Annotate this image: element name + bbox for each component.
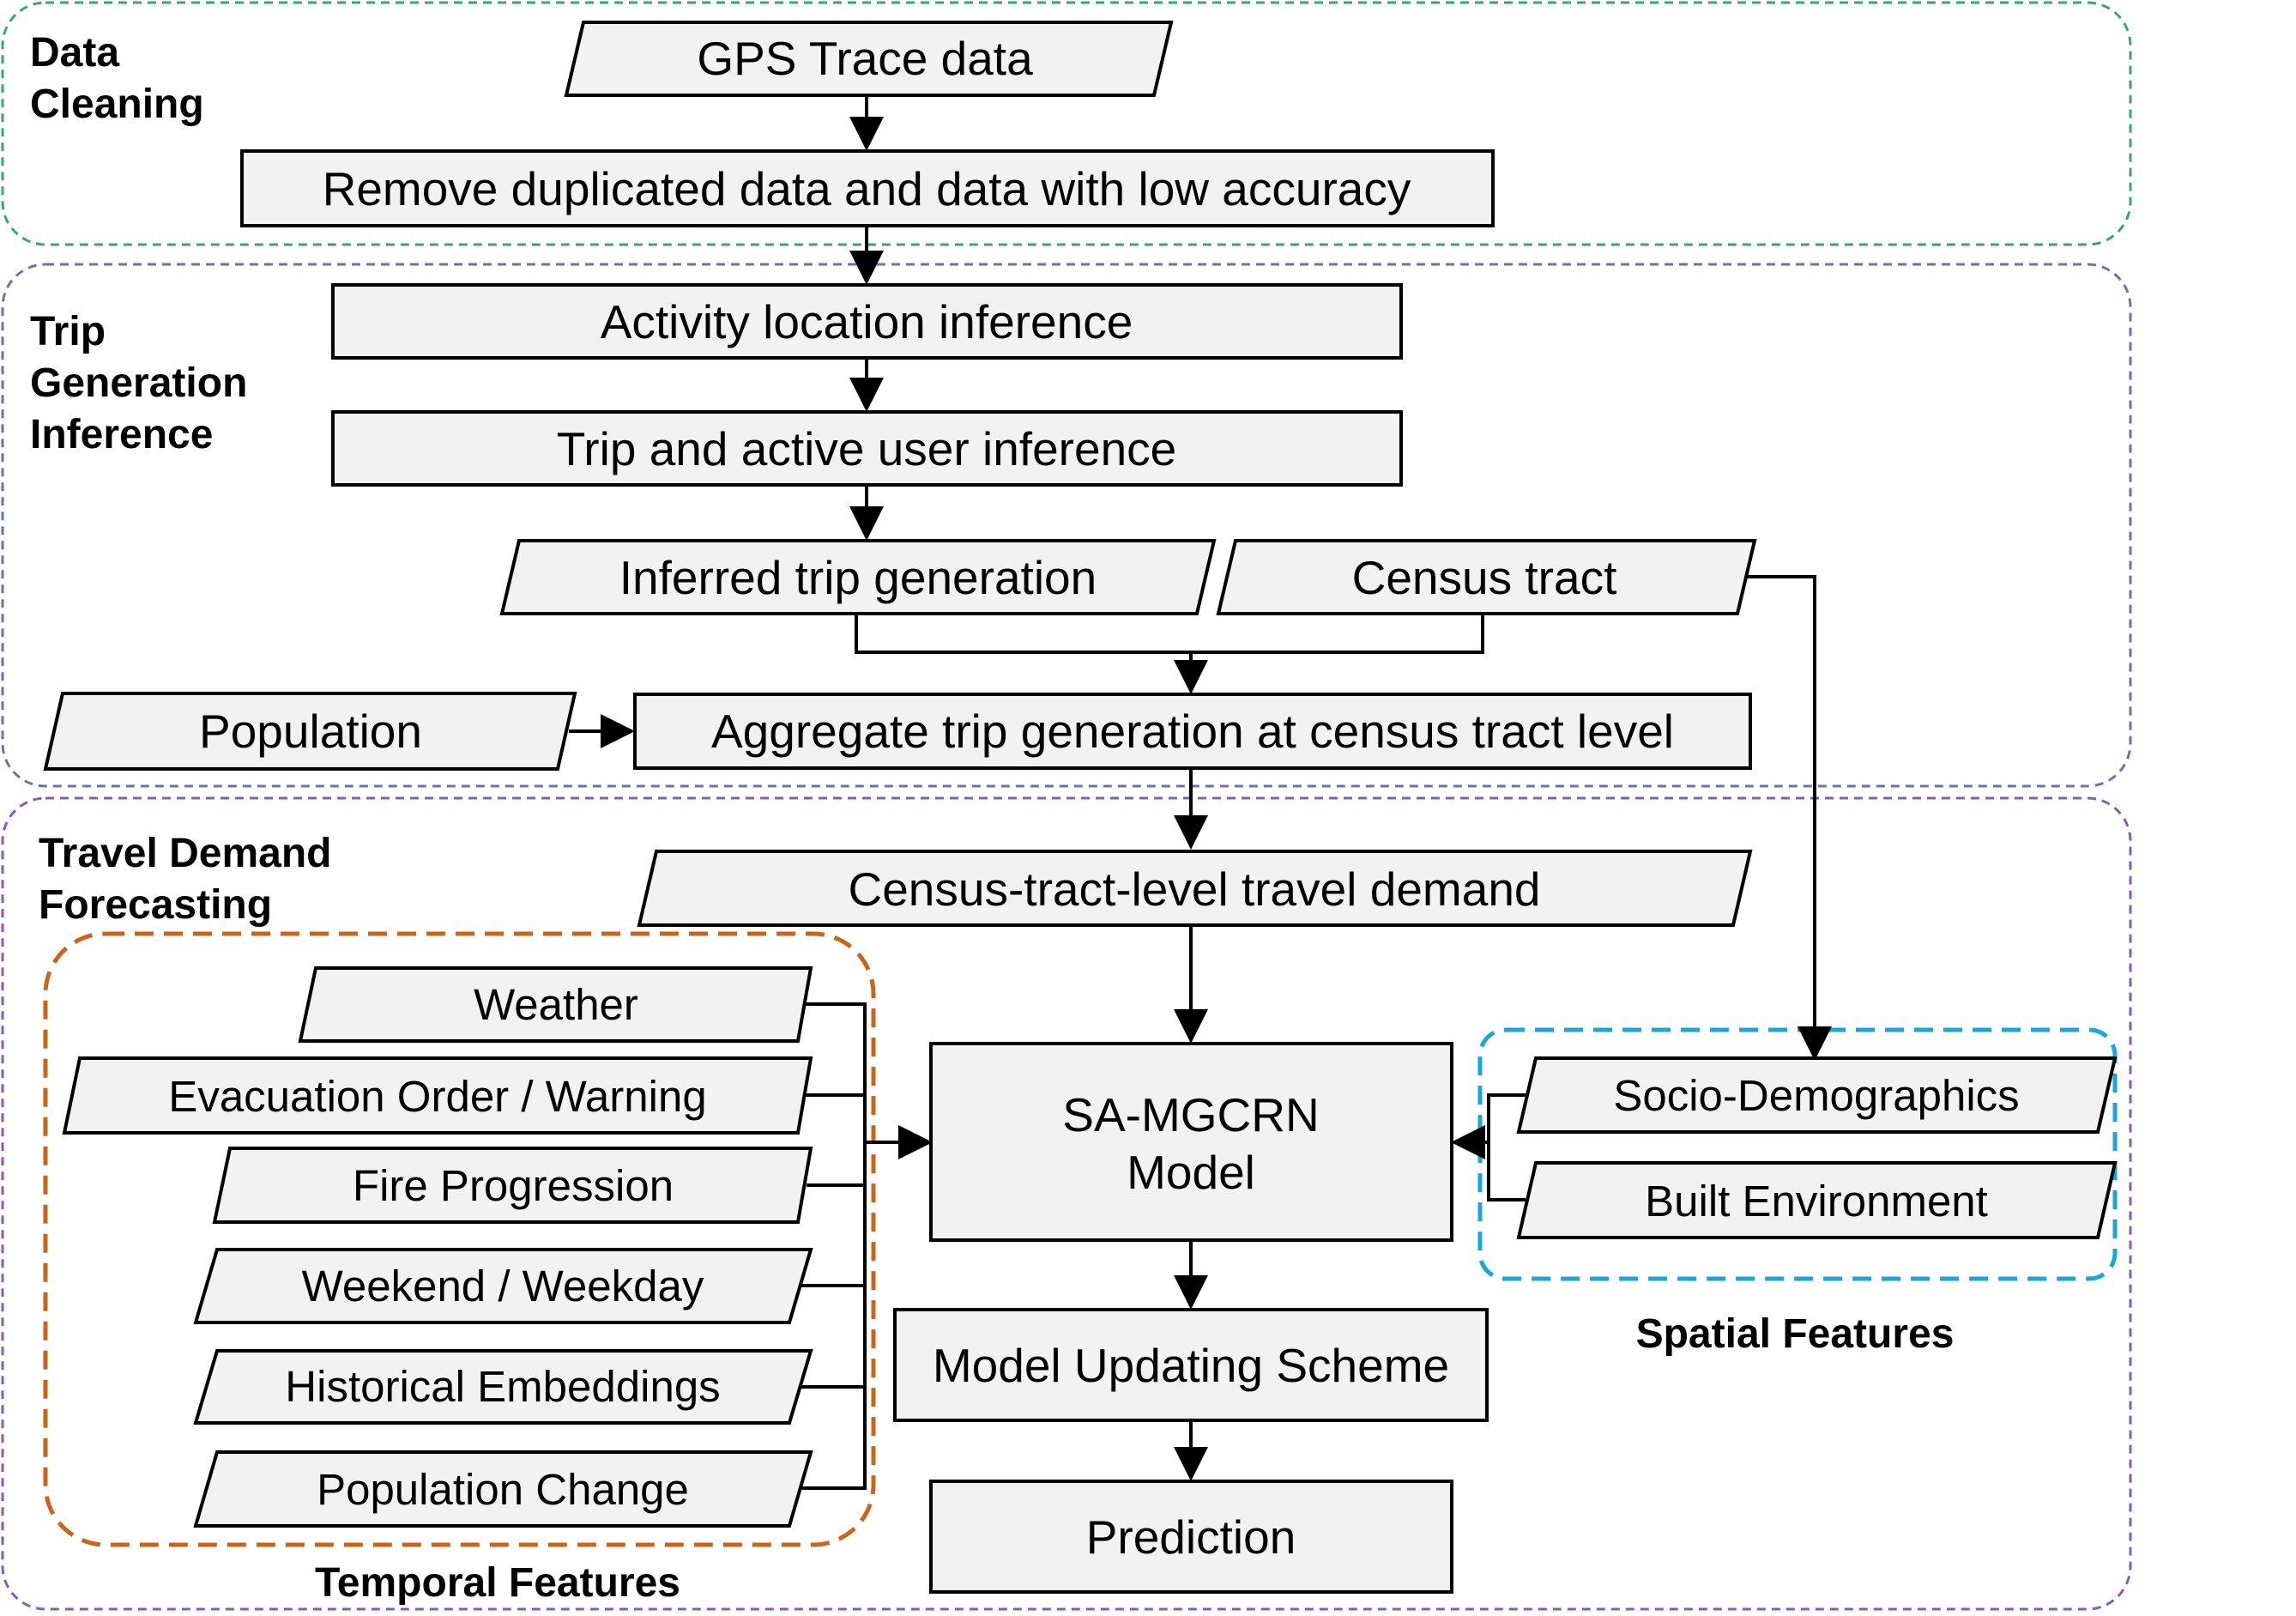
travel-demand-node <box>637 850 1753 927</box>
gps-trace-label: GPS Trace data <box>697 32 1033 85</box>
temporal-features-group <box>43 931 876 1547</box>
data-cleaning-label-line: Data <box>30 30 119 76</box>
weather-label: Weather <box>474 980 638 1029</box>
census-tract-node <box>1216 539 1757 615</box>
trip-generation-section <box>1 263 2132 788</box>
data-cleaning-label-line: Cleaning <box>30 82 204 127</box>
fire-progression-node <box>212 1147 813 1224</box>
model-updating-label: Model Updating Scheme <box>933 1339 1449 1392</box>
activity-location-label: Activity location inference <box>601 295 1133 348</box>
remove-duplicates-label: Remove duplicated data and data with low… <box>323 162 1411 215</box>
weekend-weekday-node <box>193 1248 813 1324</box>
inferred-trip-node <box>499 539 1217 615</box>
model-label-line: SA-MGCRN <box>1062 1088 1319 1141</box>
census-tract-label: Census tract <box>1352 551 1617 604</box>
trip-generation-label-line: Inference <box>30 412 213 457</box>
prediction-label: Prediction <box>1086 1510 1296 1564</box>
historical-embeddings-node <box>193 1349 813 1425</box>
population-change-node <box>193 1450 813 1528</box>
spatial-bus <box>1487 1093 1526 1201</box>
aggregate-trip-label: Aggregate trip generation at census trac… <box>711 705 1674 758</box>
population-node <box>43 692 577 771</box>
inferred-trip-label: Inferred trip generation <box>619 551 1097 604</box>
evacuation-node <box>62 1056 813 1135</box>
travel-demand-label-line: Travel Demand <box>39 831 331 876</box>
socio-demographics-label: Socio-Demographics <box>1613 1071 2019 1120</box>
trip-generation-label-line: Generation <box>30 360 247 406</box>
evacuation-label: Evacuation Order / Warning <box>168 1072 706 1121</box>
weather-node <box>298 966 813 1043</box>
prediction-node <box>929 1480 1453 1594</box>
travel-demand-label-text: Census-tract-level travel demand <box>848 862 1540 916</box>
travel-demand-section <box>1 796 2132 1611</box>
data-cleaning-section <box>1 1 2132 246</box>
trip-generation-label-line: Trip <box>30 309 106 354</box>
remove-duplicates-node <box>240 149 1495 227</box>
weekend-weekday-label: Weekend / Weekday <box>302 1262 704 1310</box>
population-change-label: Population Change <box>317 1465 689 1514</box>
temporal-features-label: Temporal Features <box>315 1560 680 1606</box>
socio-demographics-node <box>1516 1056 2118 1134</box>
edge-inferred-census-join <box>855 614 1484 654</box>
spatial-features-label: Spatial Features <box>1636 1311 1955 1357</box>
model-label-line: Model <box>1127 1146 1255 1199</box>
activity-location-node <box>331 283 1403 360</box>
connectors <box>569 95 1832 1490</box>
trip-active-user-node <box>331 410 1403 487</box>
gps-trace-node <box>564 21 1174 97</box>
built-environment-label: Built Environment <box>1645 1177 1988 1226</box>
fire-progression-label: Fire Progression <box>353 1161 674 1210</box>
population-label: Population <box>199 705 422 758</box>
trip-active-user-label: Trip and active user inference <box>557 422 1177 475</box>
historical-embeddings-label: Historical Embeddings <box>285 1362 720 1411</box>
sa-mgcrn-model-node <box>929 1042 1453 1242</box>
travel-demand-label-line: Forecasting <box>39 882 272 928</box>
edge-census-spatial <box>1737 575 1832 1061</box>
aggregate-trip-node <box>633 693 1752 770</box>
built-environment-node <box>1516 1161 2118 1239</box>
temporal-bus <box>798 1002 867 1490</box>
model-updating-node <box>893 1308 1489 1422</box>
